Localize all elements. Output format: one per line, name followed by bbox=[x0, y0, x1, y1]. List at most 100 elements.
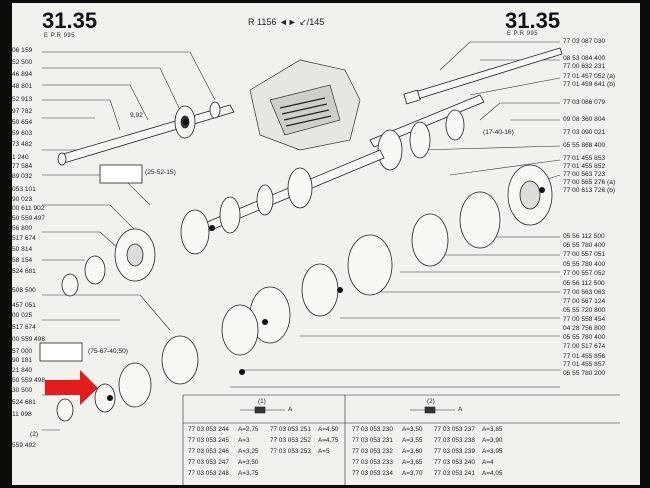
left-ref: 30 500 bbox=[12, 387, 33, 394]
right-ref: 77 01 457 052 (a) bbox=[563, 73, 616, 80]
gearbox-symbol-icon: ◄► bbox=[278, 17, 297, 27]
table-cell: A=4 bbox=[482, 459, 494, 466]
left-ref: 559 492 bbox=[12, 442, 36, 449]
right-ref: 05 55 720 800 bbox=[563, 307, 606, 314]
drawing-reference: R 1156 ◄► ↙/145 bbox=[248, 17, 324, 28]
table-cell: A=3,75 bbox=[238, 470, 259, 477]
table-col2-title: (2) bbox=[427, 398, 435, 405]
left-ref: 89 032 bbox=[12, 173, 33, 180]
right-ref: 05 55 780 200 bbox=[563, 370, 606, 377]
left-ref: 50 559 497 bbox=[12, 215, 46, 222]
right-ref: 05 55 780 400 bbox=[563, 242, 606, 249]
right-ref: 05 55 780 400 bbox=[563, 261, 606, 268]
table-cell: A=5 bbox=[318, 448, 330, 455]
left-ref: 73 482 bbox=[12, 141, 33, 148]
table-cell: 77 03 053 247 bbox=[188, 459, 229, 466]
right-ref: 05 55 868 400 bbox=[563, 142, 606, 149]
right-ref: 77 03 087 030 bbox=[563, 38, 606, 45]
table-cell: A=3,60 bbox=[402, 448, 423, 455]
left-ref: 11 098 bbox=[12, 411, 32, 418]
table-cell: A=3,50 bbox=[238, 459, 259, 466]
left-ref: 97 782 bbox=[12, 108, 33, 115]
table-cell: 77 03 053 246 bbox=[188, 448, 229, 455]
table-cell: 77 03 053 231 bbox=[352, 437, 393, 444]
right-ref: 05 55 780 400 bbox=[563, 334, 606, 341]
right-ref: 77 00 565 276 (a) bbox=[563, 179, 616, 186]
left-ref: 00 611 902 bbox=[12, 205, 45, 212]
right-ref: 77 00 632 231 bbox=[563, 63, 606, 70]
callout: (75-67-40,50) bbox=[88, 348, 128, 355]
table-cell: 77 03 053 234 bbox=[352, 470, 393, 477]
table-cell: 77 03 053 240 bbox=[434, 459, 475, 466]
left-ref: 524 681 bbox=[12, 399, 36, 406]
left-ref: 90 023 bbox=[12, 196, 33, 203]
right-ref: 77 00 563 723 bbox=[563, 171, 606, 178]
table-cell: 77 03 053 232 bbox=[352, 448, 393, 455]
right-ref: 77 00 557 051 bbox=[563, 251, 606, 258]
diagonal-arrow-icon: ↙ bbox=[299, 17, 307, 27]
left-ref: 50 559 498 bbox=[12, 377, 46, 384]
left-ref: 1 240 bbox=[12, 154, 29, 161]
main-shaft-drawing bbox=[369, 47, 563, 171]
left-ref: 59 603 bbox=[12, 130, 33, 137]
table-cell: 77 03 053 233 bbox=[352, 459, 393, 466]
page-subtitle-right: E P.R 995 bbox=[507, 31, 539, 37]
callout: (17-40-16) bbox=[483, 129, 514, 136]
table-cell: 77 03 053 253 bbox=[270, 448, 311, 455]
right-ref: 77 01 459 641 (b) bbox=[563, 81, 616, 88]
table-col1-title: (1) bbox=[258, 398, 266, 405]
left-ref: 46 894 bbox=[12, 71, 33, 78]
page-number-right: 31.35 bbox=[505, 8, 561, 33]
left-ref: 21 840 bbox=[12, 367, 33, 374]
table-cell: A=3,90 bbox=[482, 437, 503, 444]
lower-gear-train-drawing bbox=[56, 164, 553, 422]
table-cell: A=3 bbox=[238, 437, 250, 444]
item-markers bbox=[107, 119, 545, 401]
right-ref: 09 08 360 804 bbox=[563, 116, 606, 123]
table-cell: 77 03 053 238 bbox=[434, 437, 475, 444]
right-ref: 08 53 084 400 bbox=[563, 55, 606, 62]
left-ref: 457 051 bbox=[12, 302, 36, 309]
table-cell: 77 03 053 239 bbox=[434, 448, 475, 455]
right-ref: 77 00 563 063 bbox=[563, 289, 606, 296]
reference-page: /145 bbox=[306, 17, 325, 27]
left-ref: 517 674 bbox=[12, 324, 36, 331]
table-cell: 77 03 053 251 bbox=[270, 426, 311, 433]
left-ref: 00 559 498 bbox=[12, 336, 46, 343]
table-cell: A=2,75 bbox=[238, 426, 259, 433]
right-ref: 77 03 090 021 bbox=[563, 129, 606, 136]
table-cell: 77 03 053 244 bbox=[188, 426, 229, 433]
table-cell: 77 03 053 248 bbox=[188, 470, 229, 477]
left-ref: 90 181 bbox=[12, 357, 33, 364]
right-ref: 04 28 756 800 bbox=[563, 325, 606, 332]
right-ref: 77 00 517 674 bbox=[563, 343, 606, 350]
table-cell: A=4,05 bbox=[482, 470, 503, 477]
table-cell: 77 03 053 252 bbox=[270, 437, 311, 444]
table-cell: 77 03 053 245 bbox=[188, 437, 229, 444]
table-cell: A=3,85 bbox=[482, 426, 503, 433]
left-ref: 00 025 bbox=[12, 312, 33, 319]
left-ref: 06 159 bbox=[12, 47, 33, 54]
page-subtitle-left: E P.R 995 bbox=[44, 33, 76, 39]
right-ref: 77 03 086 079 bbox=[563, 99, 606, 106]
table-cell: A=3,70 bbox=[402, 470, 423, 477]
right-ref: 05 56 112 500 bbox=[563, 280, 605, 287]
table-cell: A=4,75 bbox=[318, 437, 339, 444]
reference-code: R 1156 bbox=[248, 17, 277, 27]
page-number-left: 31.35 bbox=[42, 8, 98, 33]
callout: (25-52-15) bbox=[145, 169, 176, 176]
left-ref: 56 800 bbox=[12, 225, 33, 232]
table-cell: A=3,65 bbox=[402, 459, 423, 466]
right-ref: 77 01 455 856 bbox=[563, 353, 606, 360]
left-ref: 517 674 bbox=[12, 235, 36, 242]
table-cell: 77 03 053 241 bbox=[434, 470, 475, 477]
input-shaft-drawing bbox=[57, 101, 235, 166]
secondary-shaft-drawing bbox=[39, 149, 385, 362]
left-ref: 52 913 bbox=[12, 96, 33, 103]
callout: 9,92 bbox=[130, 112, 143, 119]
right-ref: 77 01 455 852 bbox=[563, 163, 606, 170]
left-ref: 48 801 bbox=[12, 83, 33, 90]
left-ref: 524 681 bbox=[12, 268, 36, 275]
